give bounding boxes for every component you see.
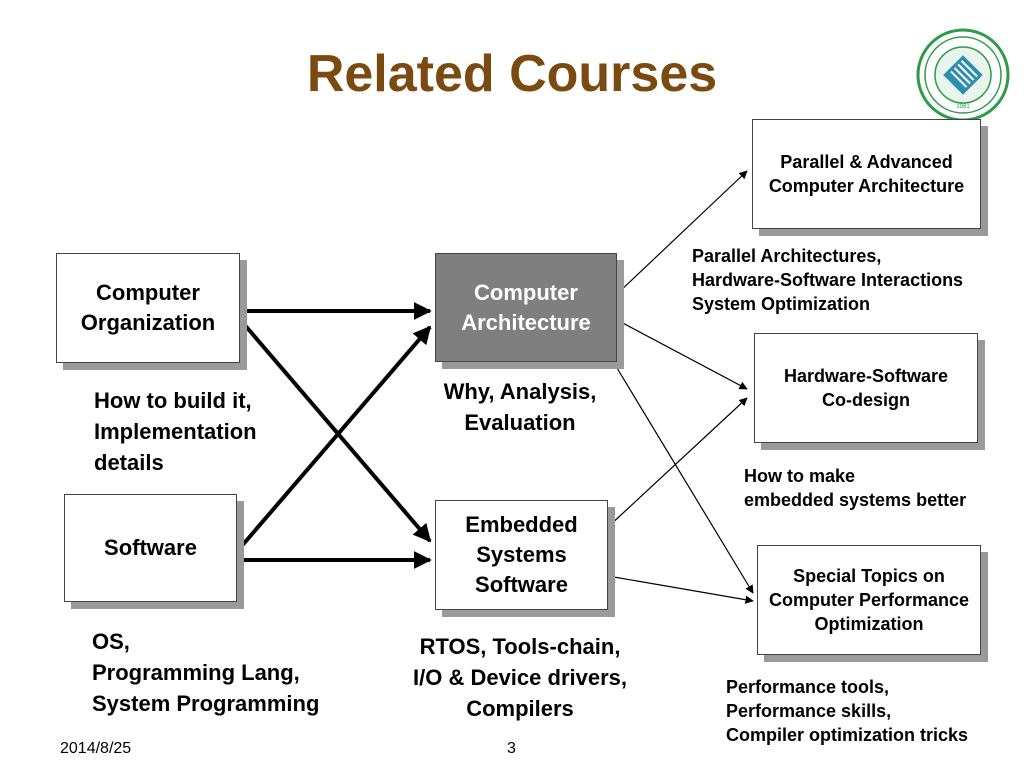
arrow-org-to-embedded bbox=[241, 321, 432, 543]
arrow-embedded-to-codesign bbox=[607, 397, 748, 528]
box-software-label: Software bbox=[104, 535, 197, 560]
arrow-arch-to-parallel bbox=[616, 170, 748, 295]
box-hw-sw-codesign-label: Hardware-Software Co-design bbox=[783, 366, 949, 410]
footer-page-number: 3 bbox=[507, 740, 516, 757]
box-computer-architecture: Computer Architecture bbox=[435, 253, 617, 362]
arrow-embedded-to-special bbox=[607, 575, 754, 604]
svg-text:1981: 1981 bbox=[956, 104, 970, 110]
caption-software: OS, Programming Lang, System Programming bbox=[92, 629, 320, 716]
box-computer-organization-label: Computer Organization bbox=[80, 280, 216, 335]
box-parallel-advanced-architecture: Parallel & Advanced Computer Architectur… bbox=[752, 119, 981, 229]
thin-arrows bbox=[607, 170, 754, 604]
box-special-topics: Special Topics on Computer Performance O… bbox=[757, 545, 981, 655]
box-special-topics-label: Special Topics on Computer Performance O… bbox=[768, 566, 970, 634]
box-parallel-advanced-label: Parallel & Advanced Computer Architectur… bbox=[768, 152, 965, 196]
caption-hw-sw-codesign: How to make embedded systems better bbox=[744, 466, 967, 510]
box-software: Software bbox=[64, 494, 237, 602]
arrow-arch-to-special bbox=[616, 367, 754, 594]
arrow-arch-to-codesign bbox=[616, 319, 748, 390]
box-computer-organization: Computer Organization bbox=[56, 253, 240, 363]
thick-arrows bbox=[238, 302, 432, 569]
box-computer-architecture-label: Computer Architecture bbox=[461, 279, 591, 335]
footer-date: 2014/8/25 bbox=[60, 740, 132, 757]
box-embedded-systems-software-label: Embedded Systems Software bbox=[465, 512, 578, 597]
caption-special-topics: Performance tools, Performance skills, C… bbox=[726, 677, 969, 745]
caption-computer-organization: How to build it, Implementation details bbox=[94, 388, 257, 475]
slide-title: Related Courses bbox=[306, 45, 718, 103]
university-seal-icon: 1981 bbox=[916, 28, 1010, 122]
box-embedded-systems-software: Embedded Systems Software bbox=[435, 500, 608, 610]
caption-parallel-advanced: Parallel Architectures, Hardware-Softwar… bbox=[692, 246, 964, 314]
box-hardware-software-codesign: Hardware-Software Co-design bbox=[754, 333, 978, 443]
arrow-software-to-arch bbox=[238, 325, 432, 550]
caption-computer-architecture: Why, Analysis, Evaluation bbox=[443, 379, 597, 435]
caption-embedded-systems-software: RTOS, Tools-chain, I/O & Device drivers,… bbox=[413, 634, 627, 721]
